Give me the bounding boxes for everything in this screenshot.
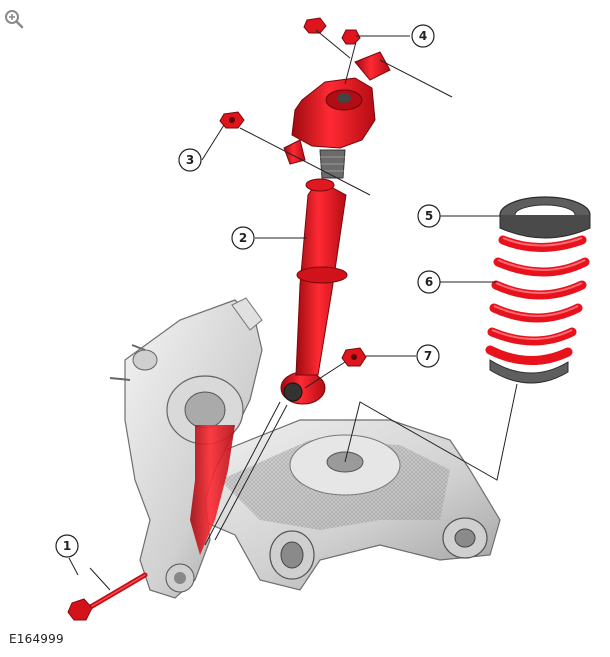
dust-boot: [319, 149, 346, 179]
callout-7-label: 7: [424, 349, 432, 363]
coil-spring-assembly: [485, 196, 591, 384]
shock-absorber: [280, 178, 348, 405]
upper-nut-top: [303, 17, 327, 34]
rear-subframe: [159, 419, 501, 591]
lower-nut: [341, 347, 367, 367]
bushing-left: [269, 530, 315, 580]
zoom-in-icon[interactable]: [4, 9, 24, 29]
callout-4-label: 4: [419, 29, 427, 43]
bushing-right: [442, 517, 488, 559]
leader-lines: [68, 29, 518, 591]
upper-mount-nut: [219, 111, 245, 129]
callout-7: 7: [416, 344, 440, 368]
spring-isolator: [499, 196, 591, 239]
knuckle-shock-mount-highlight: [190, 425, 235, 555]
callout-2-label: 2: [239, 231, 247, 245]
callout-3: 3: [178, 148, 202, 172]
callout-4: 4: [411, 24, 435, 48]
figure-id: E164999: [9, 632, 64, 646]
callout-1-label: 1: [63, 539, 71, 553]
callout-5-label: 5: [425, 209, 433, 223]
bolt: [67, 572, 148, 621]
callout-5: 5: [417, 204, 441, 228]
top-nut: [341, 29, 361, 45]
top-mount: [283, 51, 391, 165]
callout-3-label: 3: [186, 153, 194, 167]
callout-6-label: 6: [425, 275, 433, 289]
callout-1: 1: [55, 534, 79, 558]
callout-2: 2: [231, 226, 255, 250]
callout-6: 6: [417, 270, 441, 294]
coil-spring: [485, 235, 590, 365]
